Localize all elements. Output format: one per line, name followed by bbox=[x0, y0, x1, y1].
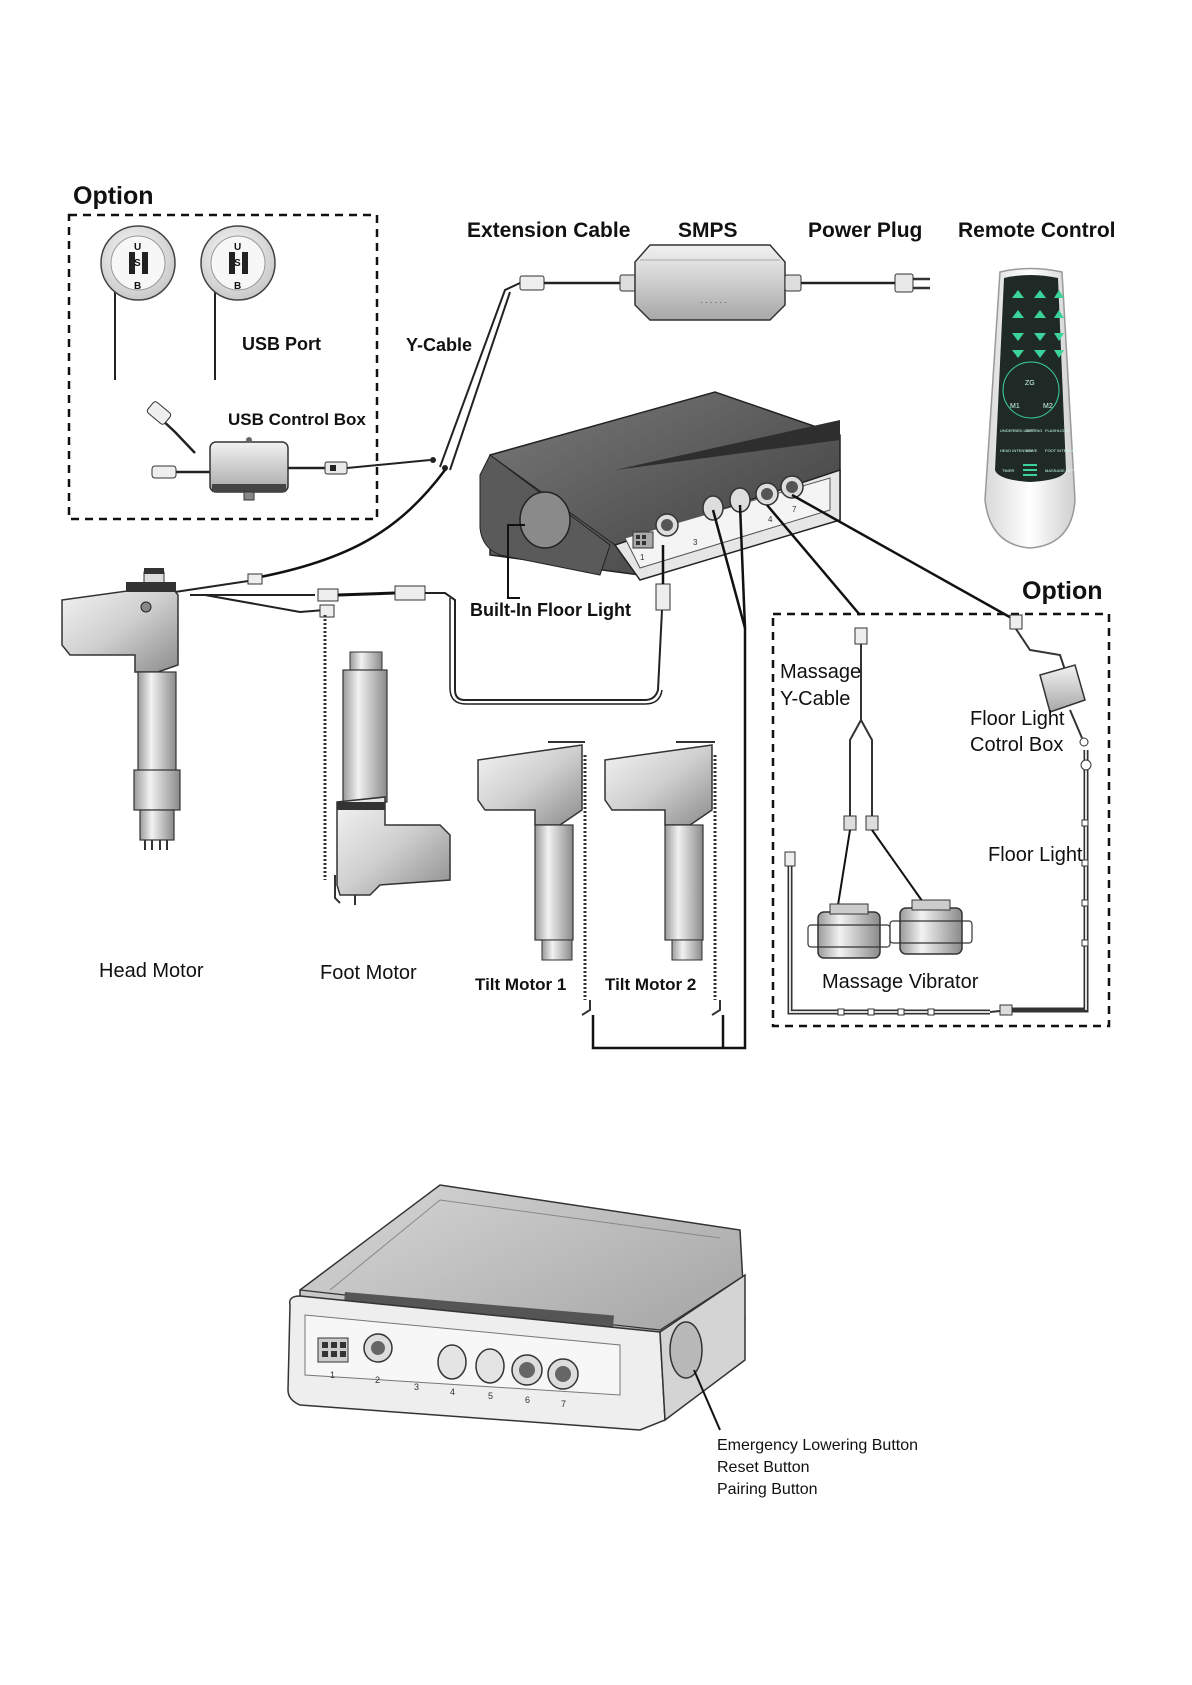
tilt-motor-2-label: Tilt Motor 2 bbox=[605, 975, 696, 994]
bottom-box-port-7: 7 bbox=[561, 1399, 566, 1409]
bottom-box-port-2: 2 bbox=[375, 1375, 380, 1385]
floor-light-control-box bbox=[1009, 614, 1089, 747]
usb-letter-b-2: B bbox=[234, 281, 241, 292]
remote-wave-label: WAVE bbox=[1026, 448, 1038, 453]
bottom-control-box: 1 2 3 4 5 6 7 bbox=[287, 1184, 746, 1431]
floor-light-control-box-label-line-1: Floor Light bbox=[970, 708, 1065, 730]
usb-control-box: USB Control Box bbox=[146, 401, 366, 501]
usb-letter-s-1: S bbox=[134, 258, 141, 269]
massage-vibrator-2 bbox=[889, 899, 973, 955]
power-plug-label: Power Plug bbox=[808, 219, 922, 242]
massage-y-cable-label-line-2: Y-Cable bbox=[780, 688, 850, 710]
usb-letter-u-1: U bbox=[134, 242, 141, 253]
bottom-box-port-1: 1 bbox=[330, 1370, 335, 1380]
smps-power-supply: · · · · · · bbox=[519, 244, 930, 321]
tilt-motor-1 bbox=[477, 741, 591, 1016]
top-box-port-7: 7 bbox=[792, 505, 797, 514]
tilt-motor-wiring bbox=[591, 504, 747, 1050]
remote-zg-label: ZG bbox=[1025, 380, 1035, 387]
usb-port-1: U S B bbox=[100, 225, 176, 380]
remote-m2-label: M2 bbox=[1043, 403, 1053, 410]
usb-letter-b-1: B bbox=[134, 281, 141, 292]
massage-option-dashed-border bbox=[771, 612, 1111, 1028]
y-cable bbox=[254, 282, 521, 580]
smps-label: SMPS bbox=[678, 219, 738, 242]
top-box-port-4: 4 bbox=[768, 515, 773, 524]
pairing-button-label: Pairing Button bbox=[717, 1481, 818, 1498]
usb-option-dashed-border bbox=[67, 213, 379, 521]
usb-letter-u-2: U bbox=[234, 242, 241, 253]
remote-control: ZG M1 M2 UNDERBED LIGHT SETTING FLASHLIG… bbox=[984, 267, 1078, 549]
main-control-box: 1 3 4 7 bbox=[479, 391, 841, 581]
remote-timer-label: TIMER bbox=[1002, 468, 1015, 473]
remote-setting-label: SETTING bbox=[1025, 428, 1042, 433]
usb-option-title: Option bbox=[73, 182, 154, 210]
foot-motor-label: Foot Motor bbox=[320, 962, 417, 984]
top-box-port-3: 3 bbox=[693, 538, 698, 547]
usb-letter-s-2: S bbox=[234, 258, 241, 269]
remote-head-intensity-label: HEAD INTENSITY bbox=[1000, 448, 1033, 453]
floor-light-strip bbox=[784, 750, 1092, 1016]
emergency-lowering-button-label: Emergency Lowering Button bbox=[717, 1437, 918, 1454]
massage-vibrator-label: Massage Vibrator bbox=[822, 971, 979, 993]
usb-control-box-label: USB Control Box bbox=[228, 410, 366, 429]
reset-button-label: Reset Button bbox=[717, 1459, 810, 1476]
usb-port-2: U S B bbox=[200, 225, 276, 380]
remote-control-label: Remote Control bbox=[958, 219, 1116, 242]
floor-light-control-box-label-line-2: Cotrol Box bbox=[970, 734, 1063, 756]
remote-underbed-light-label: UNDERBED LIGHT bbox=[1000, 428, 1036, 433]
head-motor bbox=[61, 568, 181, 850]
tilt-motor-1-label: Tilt Motor 1 bbox=[475, 975, 566, 994]
remote-massage-off-label: MASSAGE OFF bbox=[1045, 468, 1074, 473]
remote-m1-label: M1 bbox=[1010, 403, 1020, 410]
svg-text:· · · · · ·: · · · · · · bbox=[700, 298, 727, 307]
massage-floor-light-option-group: Option Massage Y-Cable Massage Vibrator bbox=[766, 493, 1111, 1028]
remote-foot-intensity-label: FOOT INTENSITY bbox=[1045, 448, 1078, 453]
usb-option-group: Option U S B U S B USB Port bbox=[67, 182, 379, 521]
top-box-port-1: 1 bbox=[640, 553, 645, 562]
head-motor-wiring bbox=[174, 545, 671, 705]
massage-vibrator-1 bbox=[807, 903, 891, 959]
bottom-box-port-4: 4 bbox=[450, 1387, 455, 1397]
tilt-motor-2 bbox=[604, 741, 721, 1016]
extension-cable-label: Extension Cable bbox=[467, 219, 630, 242]
massage-y-cable-label-line-1: Massage bbox=[780, 661, 861, 683]
head-motor-label: Head Motor bbox=[99, 960, 204, 982]
foot-motor bbox=[323, 615, 451, 905]
bottom-box-port-5: 5 bbox=[488, 1391, 493, 1401]
bottom-box-port-6: 6 bbox=[525, 1395, 530, 1405]
remote-flashlight-label: FLASHLIGHT bbox=[1045, 428, 1070, 433]
y-cable-label: Y-Cable bbox=[406, 335, 472, 355]
built-in-floor-light-label: Built-In Floor Light bbox=[470, 600, 631, 620]
floor-light-label: Floor Light bbox=[988, 844, 1083, 866]
massage-option-title: Option bbox=[1022, 577, 1103, 605]
usb-port-label: USB Port bbox=[242, 334, 321, 354]
bottom-box-port-3: 3 bbox=[414, 1382, 419, 1392]
